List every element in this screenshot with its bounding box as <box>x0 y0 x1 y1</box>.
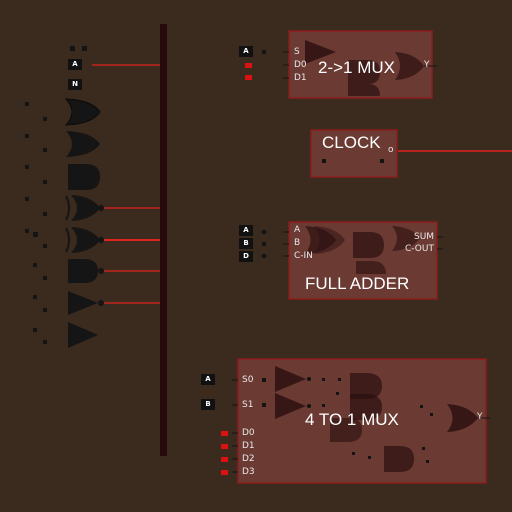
xnor-gate-icon[interactable] <box>65 227 104 253</box>
mux4-module[interactable] <box>232 358 490 484</box>
full-adder-module[interactable] <box>283 221 443 300</box>
full-adder-output-sum: SUM <box>414 232 435 242</box>
or-gate-icon[interactable] <box>66 131 100 157</box>
vertical-bus <box>160 24 167 456</box>
mux4-d1-indicator[interactable] <box>221 444 228 449</box>
palette-dots <box>25 46 87 344</box>
mux4-d2-indicator[interactable] <box>221 457 228 462</box>
palette-input-n-button[interactable]: N <box>68 79 82 90</box>
mux4-output-y: Y <box>477 412 483 422</box>
mux4-pin-d2: D2 <box>242 454 255 464</box>
full-adder-pin-b: B <box>294 238 301 248</box>
full-adder-pin-dots <box>262 230 266 258</box>
mux4-pin-s1: S1 <box>242 400 254 410</box>
mux4-d3-indicator[interactable] <box>221 470 228 475</box>
or-gate-icon[interactable] <box>64 98 101 126</box>
mux2-input-a-button[interactable]: A <box>239 46 253 57</box>
nand-gate-icon[interactable] <box>68 259 104 283</box>
mux4-d0-indicator[interactable] <box>221 431 228 436</box>
full-adder-input-b-button[interactable]: B <box>239 238 253 249</box>
mux4-pin-s0: S0 <box>242 375 254 385</box>
clock-output: o <box>388 145 394 155</box>
mux2-pin-d0: D0 <box>294 60 307 70</box>
palette-input-a-button[interactable]: A <box>68 59 82 70</box>
mux2-d1-indicator[interactable] <box>245 75 252 80</box>
full-adder-output-cout: C-OUT <box>405 244 434 254</box>
full-adder-pin-a: A <box>294 225 301 235</box>
mux2-title: 2->1 MUX <box>318 58 395 77</box>
mux2-input-pin <box>262 50 266 54</box>
mux4-internal-dots <box>262 377 433 463</box>
buffer-gate-icon[interactable] <box>68 291 104 315</box>
and-gate-icon[interactable] <box>68 164 100 190</box>
buffer-gate-icon[interactable] <box>68 322 98 348</box>
full-adder-pin-cin: C-IN <box>294 251 313 261</box>
mux2-pin-d1: D1 <box>294 73 307 83</box>
mux4-pin-d3: D3 <box>242 467 255 477</box>
mux4-pin-d0: D0 <box>242 428 255 438</box>
full-adder-title: FULL ADDER <box>305 274 410 293</box>
mux2-pin-s: S <box>294 47 300 57</box>
mux2-output-y: Y <box>424 60 430 70</box>
mux4-pin-d1: D1 <box>242 441 255 451</box>
clock-module[interactable] <box>310 129 398 178</box>
mux4-input-a-button[interactable]: A <box>201 374 215 385</box>
clock-title: CLOCK <box>322 133 381 152</box>
xor-gate-icon[interactable] <box>65 195 104 221</box>
mux4-title: 4 TO 1 MUX <box>305 410 399 429</box>
mux2-d0-indicator[interactable] <box>245 63 252 68</box>
mux2-module[interactable] <box>283 30 437 99</box>
full-adder-input-a-button[interactable]: A <box>239 225 253 236</box>
mux4-input-b-button[interactable]: B <box>201 399 215 410</box>
full-adder-input-d-button[interactable]: D <box>239 251 253 262</box>
